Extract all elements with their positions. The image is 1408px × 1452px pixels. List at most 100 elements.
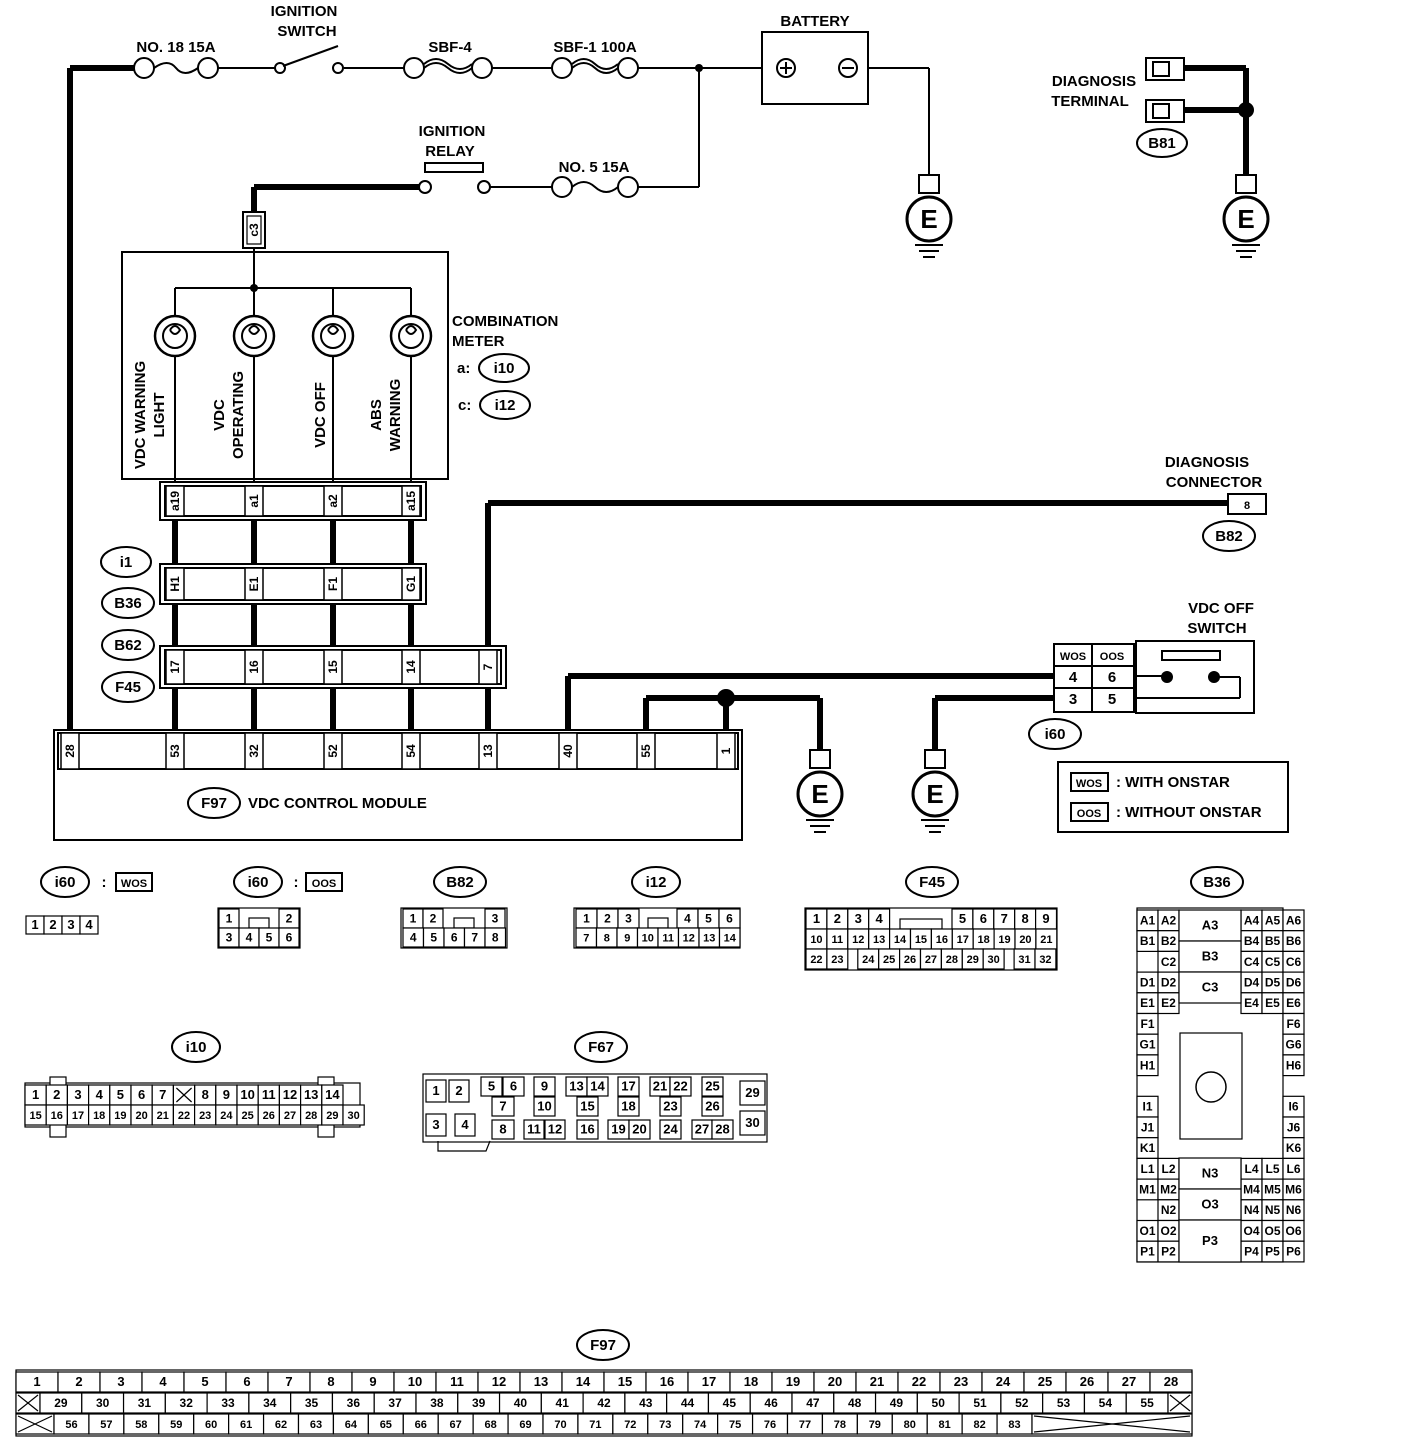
- ground-symbol: E: [905, 174, 953, 258]
- pin-cell: [401, 485, 421, 517]
- svg-text:73: 73: [659, 1419, 671, 1431]
- svg-text:i10: i10: [186, 1039, 207, 1056]
- svg-text:54: 54: [1099, 1396, 1113, 1410]
- pin-cell: [401, 732, 421, 770]
- pin-label: 16: [247, 660, 261, 674]
- pin-cell: [323, 485, 343, 517]
- svg-text:M5: M5: [1264, 1182, 1281, 1196]
- vdc-off-switch: VDC OFF SWITCH WOS OOS 4 6 3 5 i60: [1028, 600, 1255, 750]
- vdc-switch-pin-3: 3: [1069, 691, 1077, 708]
- ground-label: E: [1237, 204, 1254, 234]
- svg-text:1: 1: [226, 912, 233, 926]
- sbf1-label: SBF-1 100A: [553, 39, 637, 56]
- svg-text:B6: B6: [1286, 934, 1302, 948]
- lamp-label-line1: VDC WARNING: [132, 361, 149, 469]
- svg-text:B4: B4: [1244, 934, 1260, 948]
- svg-text:6: 6: [510, 1079, 517, 1094]
- svg-text:63: 63: [310, 1419, 322, 1431]
- vdc-off-switch-title-2: SWITCH: [1187, 620, 1246, 637]
- svg-text:4: 4: [461, 1117, 469, 1132]
- svg-text:37: 37: [388, 1396, 402, 1410]
- svg-text:31: 31: [1018, 954, 1030, 966]
- svg-text:24: 24: [862, 954, 875, 966]
- connector-view-tag: B36: [1190, 866, 1244, 898]
- svg-text:8: 8: [499, 1122, 506, 1137]
- svg-text:25: 25: [705, 1079, 719, 1094]
- pin-label: 14: [404, 660, 418, 674]
- svg-text:12: 12: [492, 1374, 506, 1389]
- i60-tag: i60: [1045, 726, 1066, 743]
- svg-text:N4: N4: [1244, 1203, 1260, 1217]
- svg-text:66: 66: [415, 1419, 427, 1431]
- pin-cell: [401, 649, 421, 685]
- svg-text:2: 2: [834, 911, 841, 926]
- pin-cell: [323, 567, 343, 601]
- svg-text:3: 3: [432, 1117, 439, 1132]
- pin-cell: [323, 732, 343, 770]
- svg-text:28: 28: [1164, 1374, 1178, 1389]
- svg-text:D4: D4: [1244, 975, 1260, 989]
- svg-text:9: 9: [369, 1374, 376, 1389]
- pin-label: 52: [326, 744, 340, 758]
- svg-text:15: 15: [618, 1374, 632, 1389]
- svg-text:17: 17: [72, 1110, 84, 1122]
- svg-text:15: 15: [29, 1110, 41, 1122]
- pin-label: 7: [481, 663, 495, 670]
- svg-text:5: 5: [117, 1087, 124, 1102]
- legend-oos-text: : WITHOUT ONSTAR: [1116, 804, 1262, 821]
- svg-text:A2: A2: [1161, 913, 1177, 927]
- lamp-label-line1: VDC: [211, 399, 228, 431]
- battery-label: BATTERY: [780, 13, 849, 30]
- svg-text:9: 9: [541, 1079, 548, 1094]
- svg-text:G1: G1: [1139, 1038, 1155, 1052]
- c3-label: c3: [247, 223, 261, 237]
- svg-text:13: 13: [569, 1079, 583, 1094]
- svg-text:7: 7: [285, 1374, 292, 1389]
- svg-text:L5: L5: [1265, 1162, 1279, 1176]
- ignition-switch-label-1: IGNITION: [271, 3, 338, 20]
- meter-title-2: METER: [452, 333, 505, 350]
- svg-text:3: 3: [74, 1087, 81, 1102]
- pin-label: a15: [404, 491, 418, 511]
- svg-text:5: 5: [488, 1079, 495, 1094]
- svg-text:5: 5: [705, 912, 712, 926]
- svg-text:5: 5: [430, 931, 437, 945]
- svg-text:25: 25: [241, 1110, 253, 1122]
- meter-a-prefix: a:: [457, 360, 470, 377]
- svg-text:38: 38: [430, 1396, 444, 1410]
- meter-c-conn: i12: [495, 397, 516, 414]
- svg-text:F1: F1: [1140, 1017, 1154, 1031]
- svg-text:8: 8: [202, 1087, 209, 1102]
- svg-text:21: 21: [157, 1110, 169, 1122]
- lamp-label-line2: OPERATING: [230, 371, 247, 459]
- svg-text:22: 22: [810, 954, 822, 966]
- svg-text:47: 47: [806, 1396, 820, 1410]
- svg-text:P4: P4: [1244, 1245, 1259, 1259]
- svg-text:20: 20: [1019, 934, 1031, 946]
- svg-text:79: 79: [869, 1419, 881, 1431]
- svg-text:61: 61: [240, 1419, 252, 1431]
- svg-text:10: 10: [537, 1099, 551, 1114]
- svg-text:11: 11: [832, 934, 844, 946]
- svg-text:17: 17: [957, 934, 969, 946]
- ground-label: E: [811, 779, 828, 809]
- connector-view-tag: F67: [574, 1031, 628, 1063]
- vdc-switch-wos: WOS: [1060, 651, 1086, 663]
- svg-text:42: 42: [597, 1396, 611, 1410]
- svg-text:32: 32: [180, 1396, 194, 1410]
- b36-face: A1B1D1E1F1G1H1I1J1K1L1M1O1P1A2B2C2D2E2L2…: [1136, 907, 1305, 1263]
- svg-text:N3: N3: [1202, 1166, 1219, 1181]
- svg-text:P5: P5: [1265, 1245, 1280, 1259]
- svg-text:F6: F6: [1286, 1017, 1300, 1031]
- svg-text:10: 10: [810, 934, 822, 946]
- svg-text:46: 46: [764, 1396, 778, 1410]
- svg-text:2: 2: [604, 912, 611, 926]
- svg-text:1: 1: [583, 912, 590, 926]
- svg-text:WOS: WOS: [121, 878, 147, 890]
- svg-text:33: 33: [221, 1396, 235, 1410]
- svg-text:P1: P1: [1140, 1245, 1155, 1259]
